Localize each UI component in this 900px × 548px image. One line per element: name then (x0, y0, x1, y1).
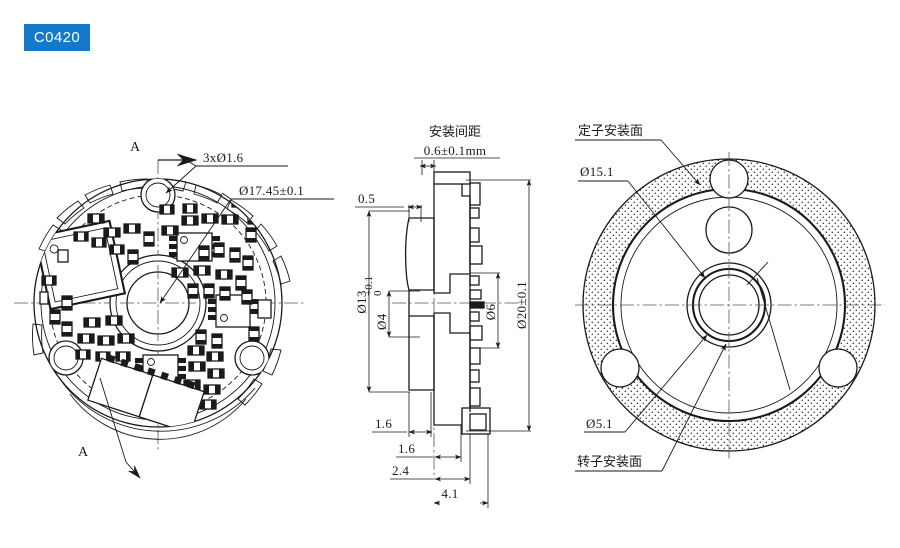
callout-3x-d1-6: 3xØ1.6 (165, 150, 288, 194)
part-number-label: C0420 (33, 29, 81, 46)
callout-d17-45: Ø17.45±0.1 (159, 183, 334, 304)
dim-0-5: 0.5 (355, 191, 423, 222)
dim-1-6-mid: 1.6 (396, 425, 462, 462)
section-label-a-top: A (130, 140, 141, 155)
dim-d4: Ø4 +0.1 0 (363, 276, 420, 338)
dim-d6: Ø6 (470, 272, 501, 349)
dim-2-4-text: 2.4 (392, 463, 409, 478)
hole-callout-text: 3xØ1.6 (203, 150, 244, 165)
bottom-arc-2 (69, 393, 247, 440)
dim-1-6-mid-text: 1.6 (398, 441, 415, 456)
pointer-b (746, 261, 769, 286)
connector-pads (87, 354, 205, 427)
dim-4-1: 4.1 (433, 434, 489, 508)
hub-bore (126, 271, 190, 335)
section-mark-bottom: A (78, 377, 141, 479)
callout-stator-face: 定子安装面 (575, 124, 701, 186)
section-mark-top: A (130, 140, 198, 167)
dim-1-6-left: 1.6 (372, 392, 433, 437)
dim-d20: Ø20±0.1 (466, 179, 532, 432)
pcb-top-view: A A 3xØ1.6 Ø17.45±0.1 (14, 140, 334, 479)
dim-d4-tol-lower: 0 (372, 290, 384, 296)
stator-ring-section (404, 217, 435, 391)
section-label-a-bottom: A (78, 445, 89, 460)
hub-ring (115, 260, 201, 346)
rotor-body-section (433, 182, 471, 426)
d5-1-text: Ø5.1 (586, 416, 613, 431)
pointer-a (756, 277, 791, 391)
dim-2-4: 2.4 (390, 434, 471, 484)
dim-d20-text: Ø20±0.1 (514, 281, 529, 329)
dim-0-5-text: 0.5 (358, 191, 375, 206)
rotor-face-text: 转子安装面 (577, 455, 642, 470)
bolt-circle-callout-text: Ø17.45±0.1 (239, 183, 304, 198)
bolt-hole-left (600, 348, 640, 388)
mount-gap-title: 安装间距 (429, 125, 481, 140)
callout-d5-1: Ø5.1 (584, 334, 708, 433)
cross-section-view: 安装间距 0.6±0.1mm (354, 125, 532, 508)
dim-d4-text: Ø4 (374, 313, 389, 330)
stator-face-text: 定子安装面 (578, 124, 643, 139)
pcb-components (34, 179, 272, 427)
dim-1-6-left-text: 1.6 (375, 416, 392, 431)
ic-chip-a (169, 232, 220, 262)
dim-4-1-text: 4.1 (441, 486, 458, 501)
d15-1-text: Ø15.1 (580, 164, 614, 179)
mount-gap-value: 0.6±0.1mm (424, 143, 487, 158)
dim-d13-text: Ø13 (354, 290, 369, 313)
dim-d4-tol-upper: +0.1 (363, 276, 375, 296)
bolt-hole-right (818, 348, 858, 388)
edge-castellations (32, 178, 291, 406)
part-number-badge: C0420 (24, 24, 90, 51)
callout-d15-1: Ø15.1 (578, 164, 706, 279)
dim-d6-text: Ø6 (483, 304, 498, 321)
flange-front-view: 定子安装面 Ø15.1 Ø5.1 转子安装面 (575, 124, 885, 472)
bottom-arc-1 (61, 381, 256, 432)
callout-rotor-face: 转子安装面 (575, 343, 727, 472)
dim-d13: Ø13 (354, 210, 410, 393)
